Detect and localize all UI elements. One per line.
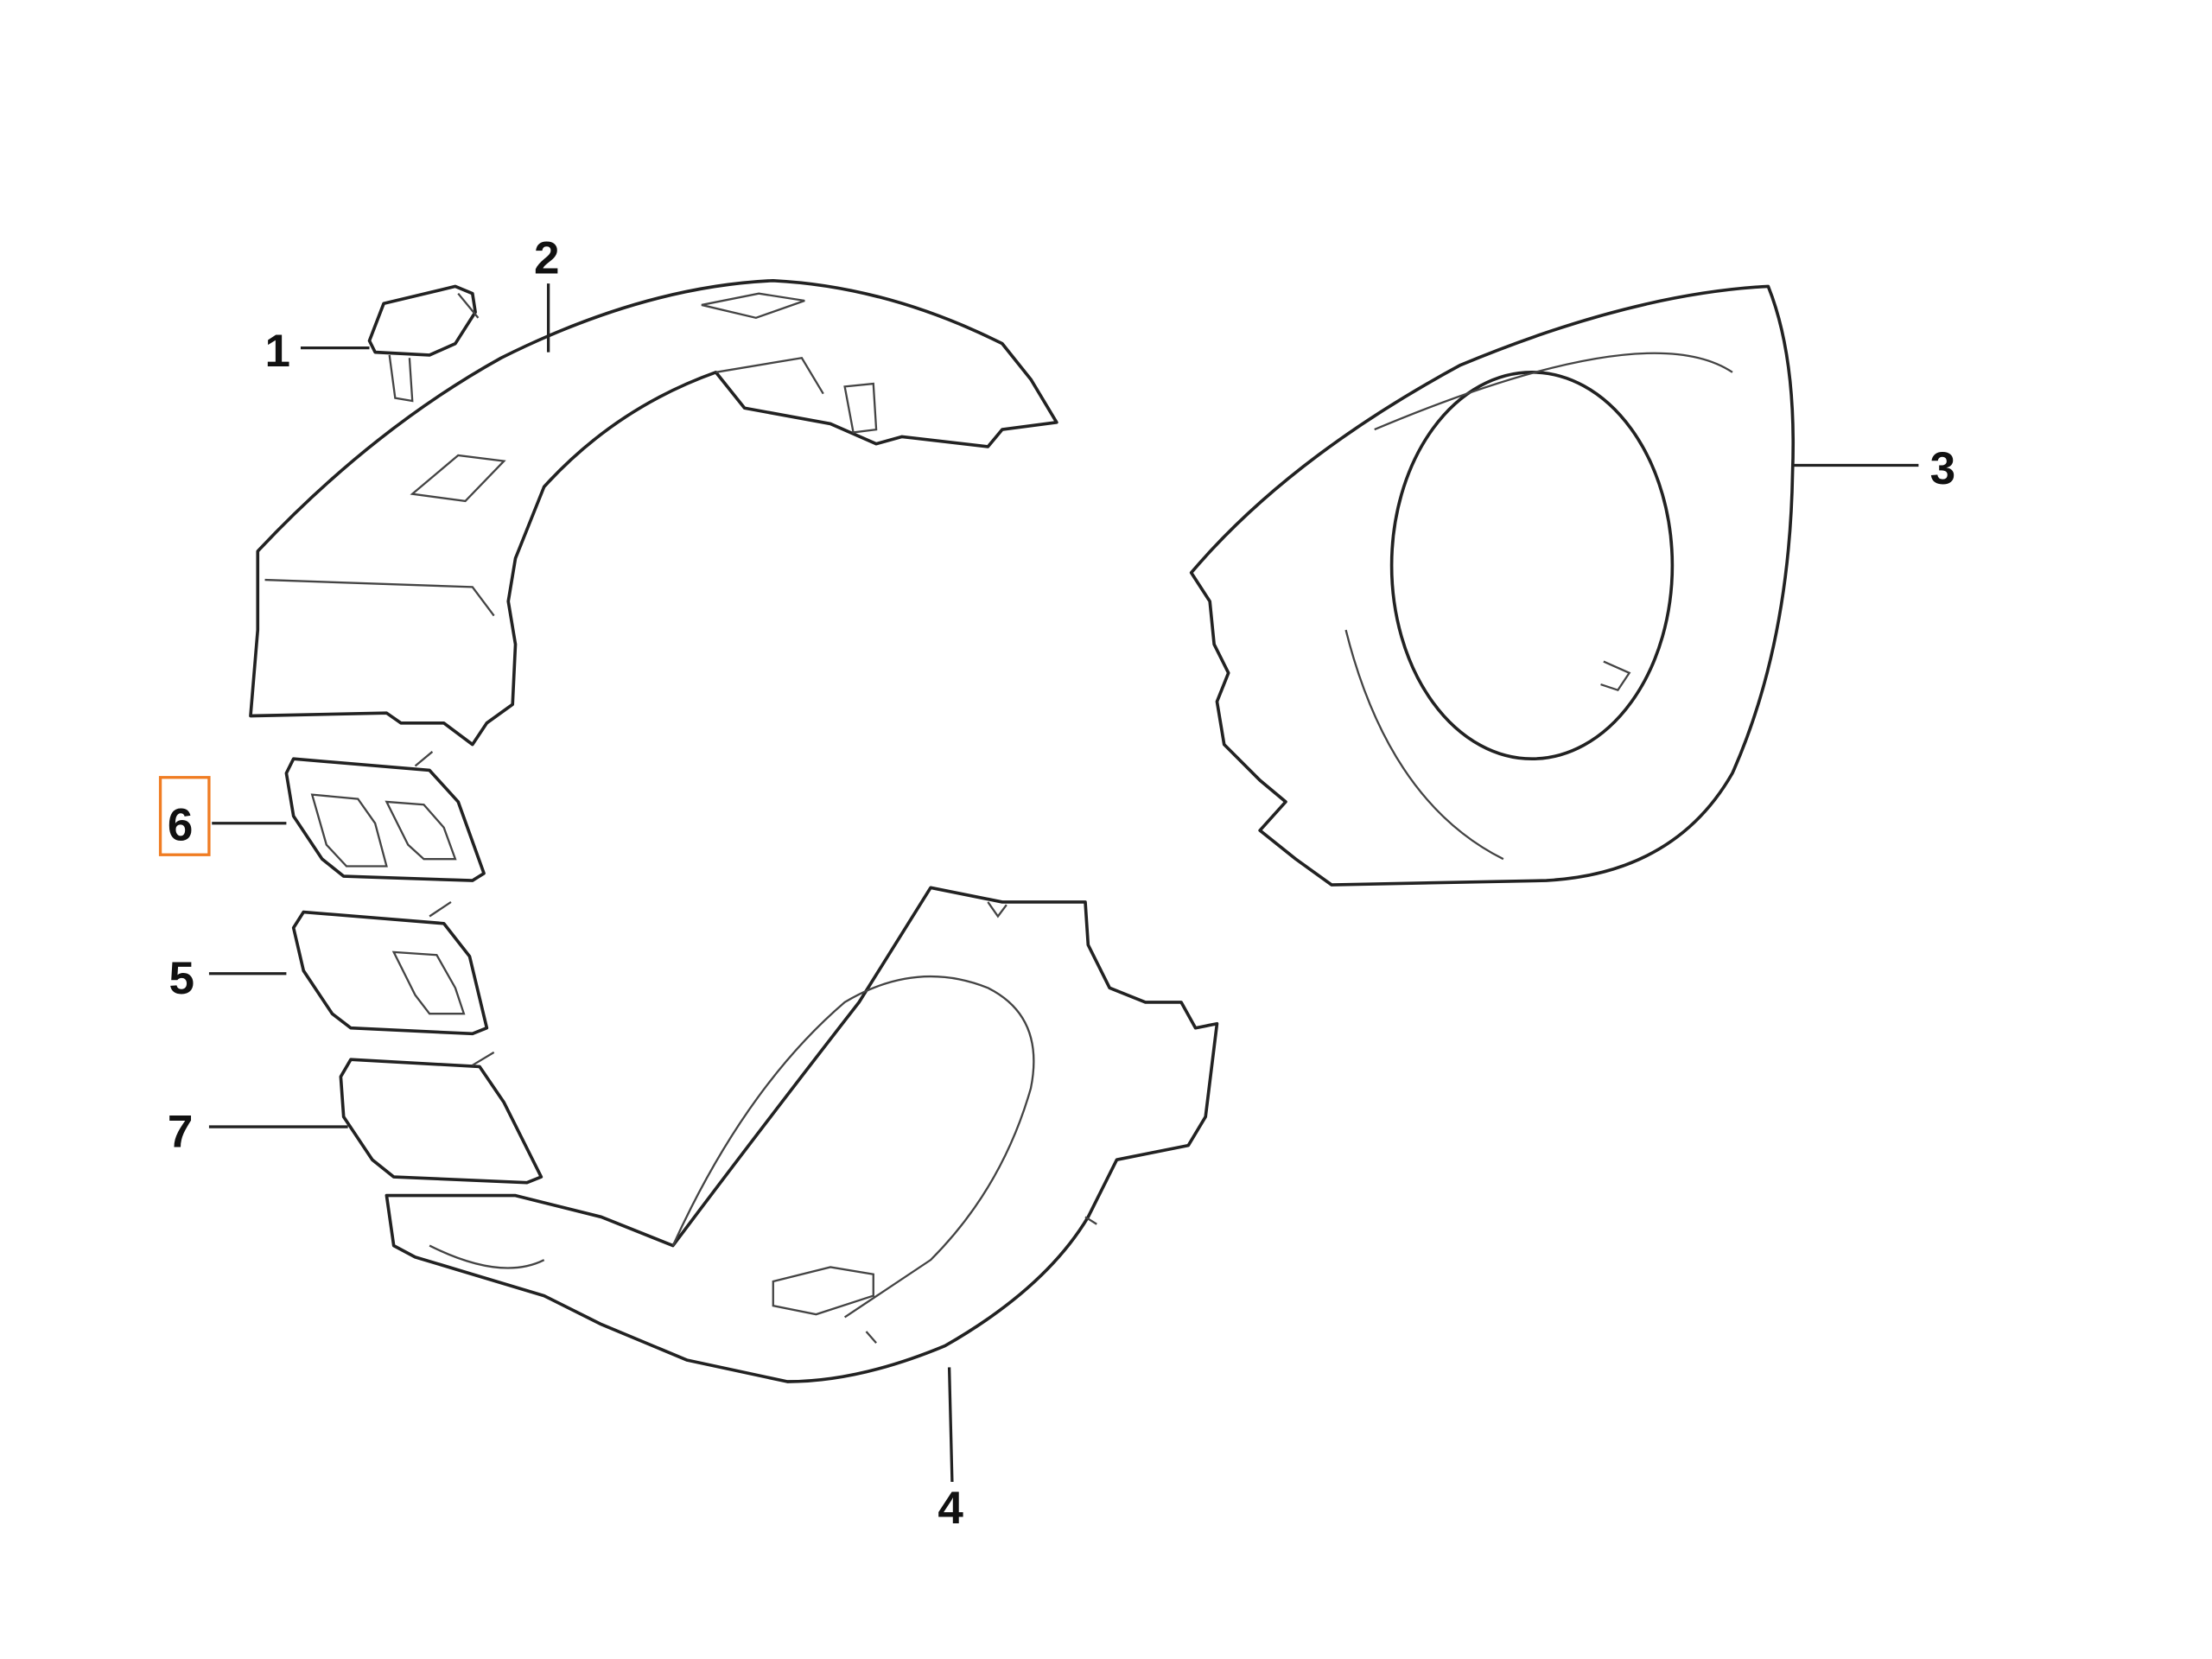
part-1-cap[interactable]: [367, 284, 480, 403]
part-6-double-cover[interactable]: [284, 751, 486, 882]
callout-4[interactable]: 4: [938, 1483, 963, 1534]
callout-6[interactable]: 6: [168, 800, 194, 851]
callout-2[interactable]: 2: [534, 232, 560, 283]
part-3-shroud[interactable]: [1189, 284, 1796, 887]
part-5-single-cover[interactable]: [291, 900, 489, 1036]
part-7-blank-cover[interactable]: [339, 1051, 543, 1185]
leader-4: [947, 1367, 954, 1483]
callout-7[interactable]: 7: [168, 1106, 194, 1157]
part-2-upper-trim[interactable]: [249, 278, 1058, 747]
callout-3[interactable]: 3: [1930, 443, 1956, 494]
callout-1[interactable]: 1: [265, 326, 291, 377]
part-4-lower-trim[interactable]: [385, 886, 1219, 1383]
highlight-box-6: [158, 776, 211, 856]
callout-5[interactable]: 5: [169, 953, 195, 1004]
